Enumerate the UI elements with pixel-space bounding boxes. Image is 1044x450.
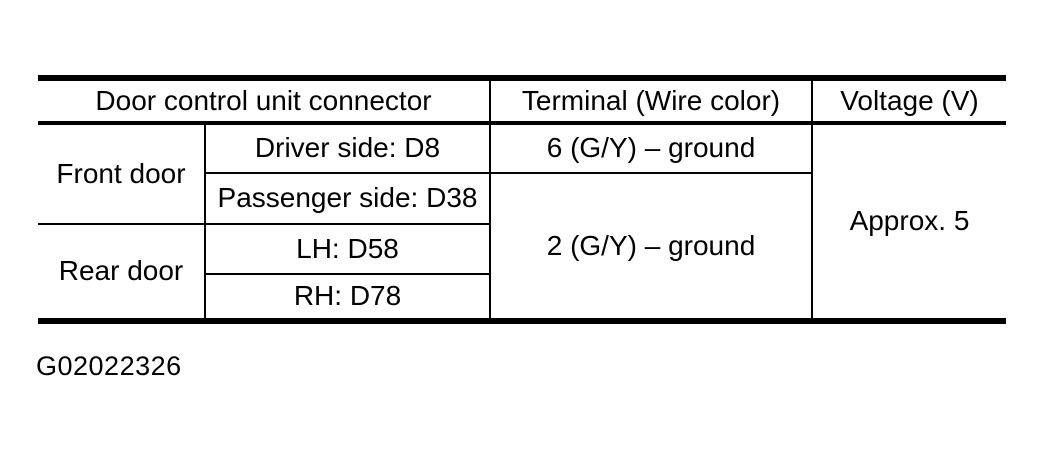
table-row: RH: D78 (38, 274, 1006, 321)
voltage-spec-table: Door control unit connector Terminal (Wi… (38, 75, 1006, 324)
table-row: Front door Driver side: D8 6 (G/Y) – gro… (38, 123, 1006, 236)
table-row: Passenger side: D38 2 (G/Y) – ground (38, 173, 1006, 321)
header-row: Door control unit connector Terminal (Wi… (38, 78, 1006, 125)
header-terminal-wire-color: Terminal (Wire color) (490, 78, 813, 125)
cell-driver-side-connector: Driver side: D8 (205, 123, 491, 174)
figure-id-label: G02022326 (36, 351, 182, 381)
cell-passenger-side-connector: Passenger side: D38 (205, 173, 491, 225)
cell-terminal-2gy-ground: 2 (G/Y) – ground (490, 173, 813, 321)
header-door-control-unit-connector: Door control unit connector (38, 78, 491, 125)
cell-terminal-6gy-ground: 6 (G/Y) – ground (490, 123, 813, 174)
table-row: Rear door LH: D58 (38, 224, 1006, 321)
header-voltage: Voltage (V) (812, 78, 1006, 125)
cell-rear-door: Rear door (38, 224, 206, 321)
cell-voltage-approx-5: Approx. 5 (849, 205, 970, 237)
cell-rh-connector: RH: D78 (205, 274, 491, 321)
cell-front-door: Front door (38, 123, 206, 225)
cell-lh-connector: LH: D58 (205, 224, 491, 275)
